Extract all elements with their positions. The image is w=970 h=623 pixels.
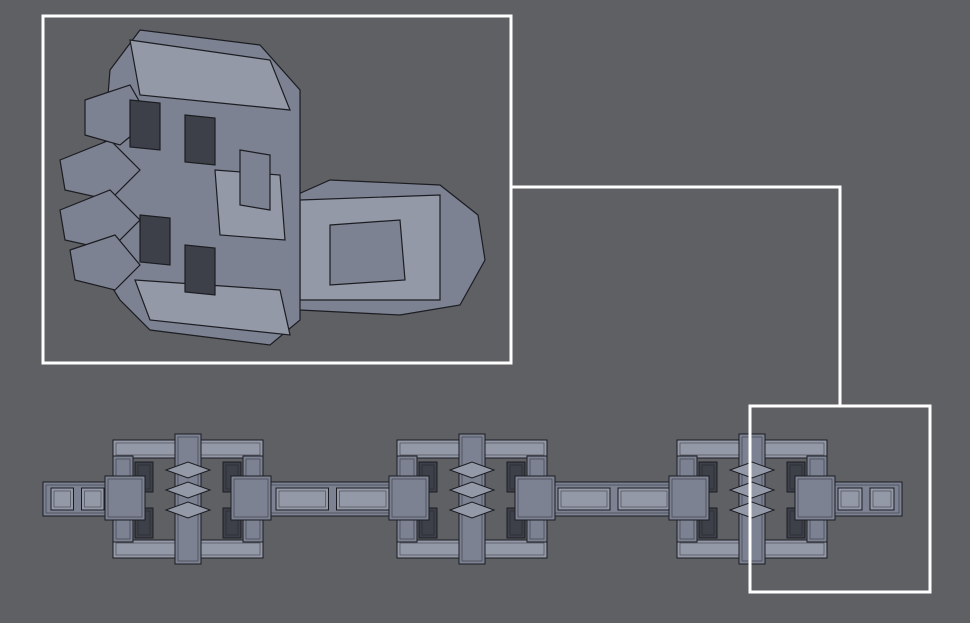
detail-top-bar [129, 39, 291, 111]
callout-connector-line [511, 185, 842, 406]
detail-inset-model [59, 29, 486, 346]
detail-shaft-panel [329, 219, 406, 286]
link-spike [448, 501, 496, 519]
small-chain-link [829, 481, 903, 517]
small-link-panel [50, 487, 74, 511]
link-spike [728, 481, 776, 499]
detail-bottom-bar [134, 279, 291, 336]
mesh-edge [233, 478, 269, 518]
detail-slot [129, 99, 161, 151]
small-chain-link [549, 481, 679, 517]
mesh-edge [177, 436, 199, 562]
large-chain-link [388, 433, 556, 565]
mesh-edge [461, 436, 483, 562]
mesh-edge [339, 490, 387, 508]
mesh-edge [391, 478, 427, 518]
mesh-edge [741, 436, 763, 562]
mesh-edge [671, 478, 707, 518]
detail-spike [59, 139, 141, 201]
small-link-panel [837, 487, 863, 511]
detail-spike [59, 189, 141, 251]
link-spike [164, 501, 212, 519]
small-chain-link [42, 481, 113, 517]
detail-inset-frame [41, 14, 513, 365]
mesh-edge [517, 478, 553, 518]
small-link-panel [557, 487, 611, 511]
small-link-panel [81, 487, 105, 511]
mesh-edge [560, 490, 608, 508]
link-center-post [174, 433, 202, 565]
detail-spike [69, 234, 141, 291]
link-left-hub [668, 475, 710, 521]
mesh-edge [620, 490, 668, 508]
detail-slot [184, 114, 216, 166]
small-link-panel [275, 487, 329, 511]
mesh-edge [53, 490, 71, 508]
link-spike [728, 461, 776, 479]
link-left-hub [388, 475, 430, 521]
link-right-hub [514, 475, 556, 521]
link-spike [164, 481, 212, 499]
detail-hub-detail [239, 149, 271, 211]
chain-model [42, 433, 903, 565]
link-left-hub [104, 475, 146, 521]
large-chain-link [104, 433, 272, 565]
detail-slot [139, 214, 171, 266]
mesh-edge [872, 490, 892, 508]
large-chain-link [668, 433, 836, 565]
link-right-hub [794, 475, 836, 521]
mesh-edge [797, 478, 833, 518]
mesh-edge [84, 490, 102, 508]
link-center-post [738, 433, 766, 565]
link-spike [448, 461, 496, 479]
link-spike [164, 461, 212, 479]
link-right-hub [230, 475, 272, 521]
mesh-edge [278, 490, 326, 508]
highlight-frame [748, 404, 932, 594]
link-center-post [458, 433, 486, 565]
mesh-edge [107, 478, 143, 518]
mesh-edge [840, 490, 860, 508]
detail-slot [184, 244, 216, 296]
small-link-panel [869, 487, 895, 511]
link-spike [728, 501, 776, 519]
small-chain-link [267, 481, 398, 517]
link-spike [448, 481, 496, 499]
